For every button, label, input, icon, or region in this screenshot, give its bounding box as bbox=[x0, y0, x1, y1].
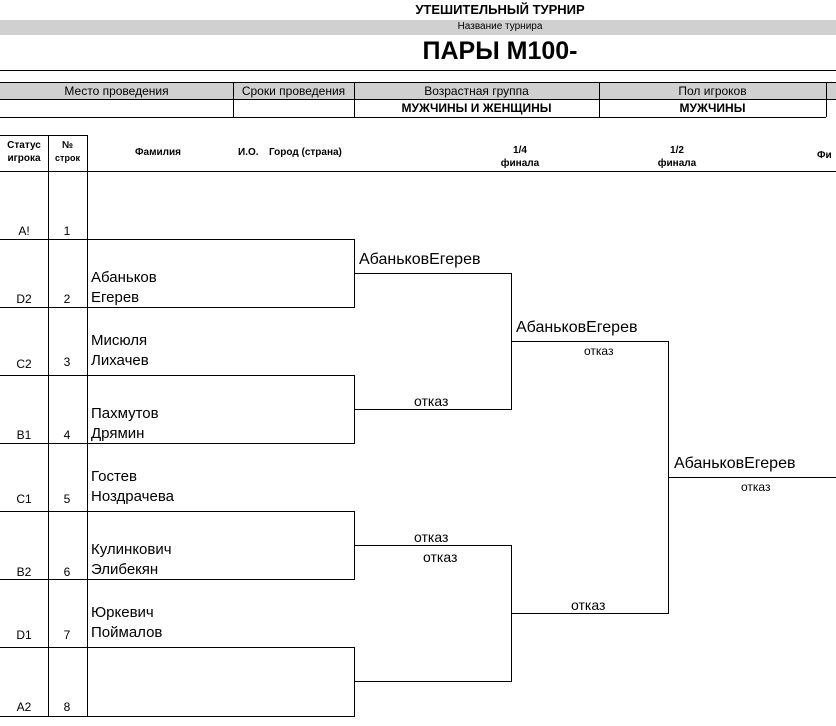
qf-winner-1: АбаньковЕгерев bbox=[359, 251, 481, 268]
final-winner: АбаньковЕгерев bbox=[674, 455, 796, 472]
qf-header: 1/4 финала bbox=[480, 144, 560, 170]
entry-7-name-2: Поймалов bbox=[91, 624, 163, 641]
sf-winner-1: АбаньковЕгерев bbox=[516, 319, 638, 336]
colhdr-div-num bbox=[48, 135, 49, 171]
entry-8-num: 8 bbox=[63, 700, 71, 714]
sf-connector bbox=[668, 341, 669, 613]
venue-label: Место проведения bbox=[64, 84, 169, 98]
info-mid-line bbox=[0, 99, 836, 100]
status-header-l2: игрока bbox=[7, 153, 41, 164]
entry-2-status: D2 bbox=[16, 292, 32, 306]
qf-connector-1 bbox=[511, 273, 512, 409]
r1-connector-3 bbox=[354, 511, 355, 579]
entry-8-status: A2 bbox=[16, 700, 32, 714]
row-line-4 bbox=[0, 443, 355, 444]
entry-5-status: C1 bbox=[16, 492, 32, 506]
status-header-l1: Статус bbox=[7, 140, 41, 151]
entry-2-name-1: Абаньков bbox=[91, 269, 157, 286]
entry-5-num: 5 bbox=[63, 492, 71, 506]
gender-value: МУЖЧИНЫ bbox=[679, 101, 746, 115]
sf-line-2 bbox=[512, 613, 669, 614]
entry-7-num: 7 bbox=[63, 628, 71, 642]
sf-header-l1: 1/2 bbox=[670, 145, 684, 156]
subtitle: Название турнира bbox=[457, 21, 543, 32]
entry-6-status: B2 bbox=[16, 565, 32, 579]
entry-4-status: B1 bbox=[16, 428, 32, 442]
info-label-bar bbox=[0, 82, 836, 99]
row-line-3 bbox=[0, 375, 355, 376]
info-top-line bbox=[0, 82, 836, 83]
row-line-2 bbox=[0, 307, 355, 308]
subtitle-bar bbox=[0, 20, 836, 35]
age-label: Возрастная группа bbox=[424, 84, 529, 98]
entry-6-num: 6 bbox=[63, 565, 71, 579]
dates-label: Сроки проведения bbox=[241, 84, 346, 98]
entry-4-name-2: Дрямин bbox=[91, 425, 145, 442]
entry-5-name-1: Гостев bbox=[91, 468, 137, 485]
final-line bbox=[669, 477, 836, 478]
row-line-1 bbox=[0, 239, 355, 240]
entry-6-name-1: Кулинкович bbox=[91, 541, 172, 558]
qf-header-l1: 1/4 bbox=[513, 145, 527, 156]
qf-connector-2 bbox=[511, 545, 512, 681]
row-line-7 bbox=[0, 647, 355, 648]
entry-2-name-2: Егерев bbox=[91, 289, 140, 306]
sf-winner-2: отказ bbox=[571, 597, 606, 613]
sf-header-l2: финала bbox=[657, 158, 697, 169]
info-div-2 bbox=[354, 82, 355, 117]
initials-header: И.О. bbox=[238, 147, 259, 158]
entry-2-num: 2 bbox=[63, 292, 71, 306]
entry-5-name-2: Ноздрачева bbox=[91, 488, 174, 505]
entry-7-status: D1 bbox=[16, 628, 32, 642]
r1-connector-4 bbox=[354, 647, 355, 716]
info-div-4 bbox=[826, 82, 827, 117]
colhdr-div-name bbox=[87, 135, 88, 171]
entry-3-name-2: Лихачев bbox=[91, 352, 149, 369]
final-result: отказ bbox=[741, 480, 771, 494]
entry-1-status: A! bbox=[18, 224, 30, 238]
entry-7-name-1: Юркевич bbox=[91, 604, 154, 621]
age-value: МУЖЧИНЫ И ЖЕНЩИНЫ bbox=[401, 101, 552, 115]
qf-line-1 bbox=[355, 273, 512, 274]
status-header: Статус игрока bbox=[0, 139, 48, 165]
main-title: ПАРЫ М100- bbox=[422, 37, 578, 65]
city-header: Город (страна) bbox=[269, 147, 342, 158]
row-line-5 bbox=[0, 511, 355, 512]
top-title: УТЕШИТЕЛЬНЫЙ ТУРНИР bbox=[415, 2, 585, 17]
num-header: № строк bbox=[48, 139, 87, 165]
entry-6-name-2: Элибекян bbox=[91, 561, 159, 578]
entry-1-num: 1 bbox=[63, 224, 71, 238]
entry-4-num: 4 bbox=[63, 428, 71, 442]
sf-result-1: отказ bbox=[584, 344, 614, 358]
colhdr-top-line bbox=[0, 135, 87, 136]
r1-connector-2 bbox=[354, 375, 355, 443]
grid-bottom-line bbox=[0, 716, 355, 717]
qf-winner-2: отказ bbox=[414, 393, 449, 409]
info-div-1 bbox=[233, 82, 234, 117]
title-underline bbox=[0, 70, 836, 71]
qf-winner-3: отказ bbox=[414, 529, 449, 545]
qf-header-l2: финала bbox=[500, 158, 540, 169]
sf-header: 1/2 финала bbox=[637, 144, 717, 170]
entry-3-num: 3 bbox=[63, 355, 71, 369]
gender-label: Пол игроков bbox=[678, 84, 747, 98]
info-bottom-line bbox=[0, 117, 826, 118]
qf-line-3 bbox=[355, 545, 512, 546]
qf-result-3: отказ bbox=[423, 549, 458, 565]
entry-3-status: C2 bbox=[16, 357, 32, 371]
info-div-3 bbox=[599, 82, 600, 117]
r1-connector-1 bbox=[354, 239, 355, 307]
colhdr-bottom-line bbox=[0, 171, 836, 172]
entry-4-name-1: Пахмутов bbox=[91, 405, 159, 422]
entry-3-name-1: Мисюля bbox=[91, 332, 148, 349]
surname-header: Фамилия bbox=[135, 147, 181, 158]
sf-line-1 bbox=[512, 341, 669, 342]
num-header-l1: № bbox=[61, 140, 74, 151]
qf-line-4 bbox=[355, 681, 512, 682]
final-header: Фи bbox=[817, 150, 832, 161]
row-line-6 bbox=[0, 579, 355, 580]
qf-line-2 bbox=[355, 409, 512, 410]
num-header-l2: строк bbox=[55, 153, 80, 163]
